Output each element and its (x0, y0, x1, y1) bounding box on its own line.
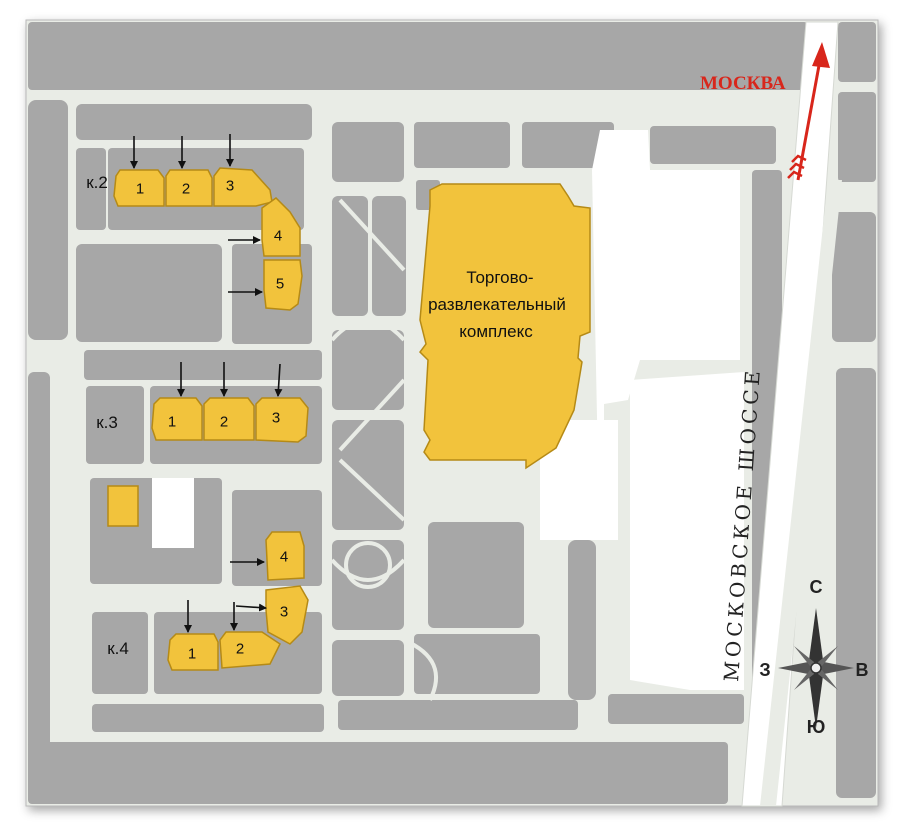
compass-west: З (759, 660, 770, 680)
block-k4-label: к.4 (107, 639, 129, 658)
k4-section-2-number: 2 (236, 641, 244, 658)
k3-section-2 (203, 397, 255, 441)
block-k2: к.2 1 2 3 4 5 (86, 134, 303, 311)
highway-moskovskoe (741, 21, 842, 807)
mall-label-line-3: комплекс (459, 322, 533, 341)
compass-east: В (856, 660, 869, 680)
mall-label: Торгово- развлекательный комплекс (428, 268, 566, 341)
mall-label-line-1: Торгово- (466, 268, 533, 287)
moscow-label: МОСКВА (700, 73, 786, 94)
k4-section-4-number: 4 (280, 549, 288, 566)
k3-section-1 (151, 397, 203, 441)
compass-north: С (810, 577, 823, 597)
k3-section-3-number: 3 (272, 410, 280, 427)
shopping-mall-building (419, 183, 591, 470)
k3-section-2-number: 2 (220, 414, 228, 431)
k2-section-1-number: 1 (136, 181, 144, 198)
k3-section-1-number: 1 (168, 414, 176, 431)
block-k2-label: к.2 (86, 173, 108, 192)
k2-section-2 (165, 169, 213, 207)
k2-section-3 (213, 167, 273, 207)
k4-section-3 (265, 585, 309, 645)
k4-section-3-number: 3 (280, 604, 288, 621)
moscow-direction: МОСКВА (700, 42, 830, 181)
k2-section-1 (113, 169, 165, 207)
k2-section-4-number: 4 (274, 228, 282, 245)
park-paths (330, 198, 439, 701)
k2-section-5 (263, 259, 303, 311)
block-k4: к.4 1 2 3 4 (107, 531, 309, 671)
block-k3-label: к.3 (96, 413, 118, 432)
k2-section-3-number: 3 (226, 178, 234, 195)
parking-areas (152, 130, 744, 690)
moscow-arrow-icon (812, 42, 830, 68)
k4-section-4 (265, 531, 305, 581)
k4-section-1 (167, 633, 219, 671)
k2-section-2-number: 2 (182, 181, 190, 198)
mall-label-line-2: развлекательный (428, 295, 566, 314)
k3-section-3 (255, 397, 309, 443)
k2-section-5-number: 5 (276, 276, 284, 293)
compass-rose-icon (778, 608, 854, 728)
k4-section-2 (219, 631, 281, 669)
k3-entrance-arrows (177, 362, 283, 397)
k2-section-4 (261, 197, 301, 257)
k2-entrance-arrows (130, 134, 263, 296)
block-k3: к.3 1 2 3 (96, 362, 309, 443)
small-building (107, 485, 139, 527)
compass-south: Ю (807, 717, 826, 737)
k4-entrance-arrows (184, 558, 267, 633)
k4-section-1-number: 1 (188, 646, 196, 663)
